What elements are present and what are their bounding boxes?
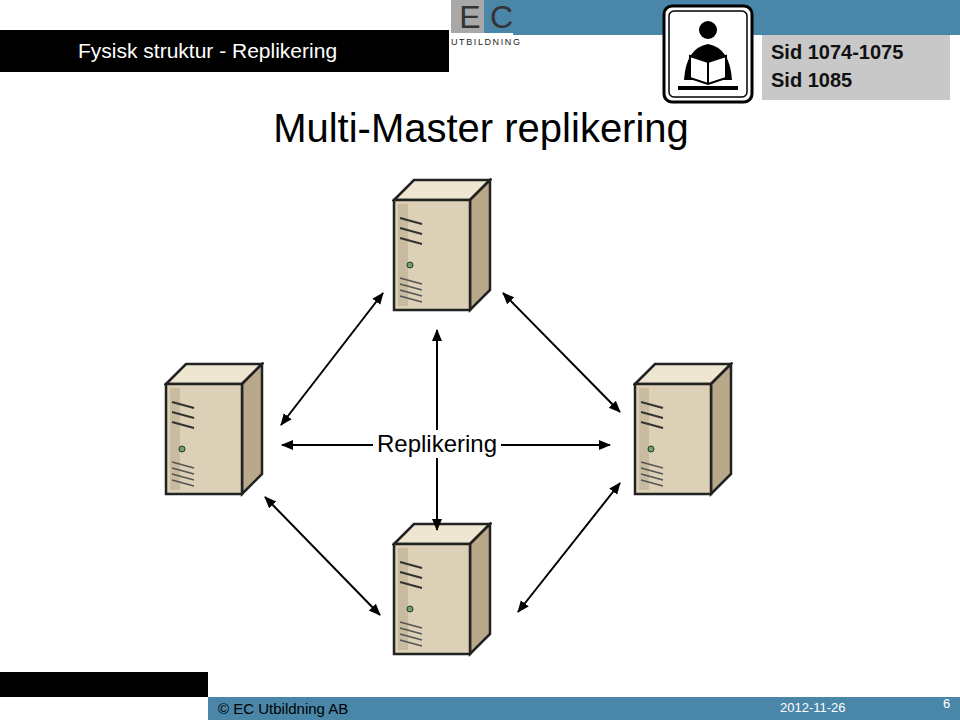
slide-title: Multi-Master replikering bbox=[0, 106, 960, 151]
server-icon bbox=[166, 364, 262, 494]
server-icon bbox=[394, 524, 490, 654]
node-text: © EC Utbildning AB bbox=[218, 700, 348, 717]
node-text: 2012-11-26 bbox=[780, 701, 846, 716]
node-text: Sid 1074-1075 bbox=[771, 41, 903, 64]
node-text: 6 bbox=[943, 697, 950, 712]
node-text: Fysisk struktur - Replikering bbox=[78, 39, 337, 63]
footer-band: © EC Utbildning AB 2012-11-26 6 bbox=[208, 697, 960, 720]
replication-label: Replikering bbox=[373, 430, 501, 458]
replication-arrows bbox=[265, 293, 620, 615]
logo-letter-box: C bbox=[484, 0, 519, 33]
node-text: Sid 1085 bbox=[771, 69, 852, 92]
logo-subtitle: UTBILDNING bbox=[451, 37, 522, 47]
node-text: C bbox=[484, 0, 519, 36]
server-icon bbox=[635, 364, 731, 494]
book-icon bbox=[664, 6, 752, 102]
footer-black-bar bbox=[0, 672, 208, 697]
page-ref-box: Sid 1074-1075Sid 1085 bbox=[762, 35, 950, 100]
header-band: Fysisk struktur - Replikering bbox=[0, 30, 449, 72]
server-icon bbox=[394, 180, 490, 310]
